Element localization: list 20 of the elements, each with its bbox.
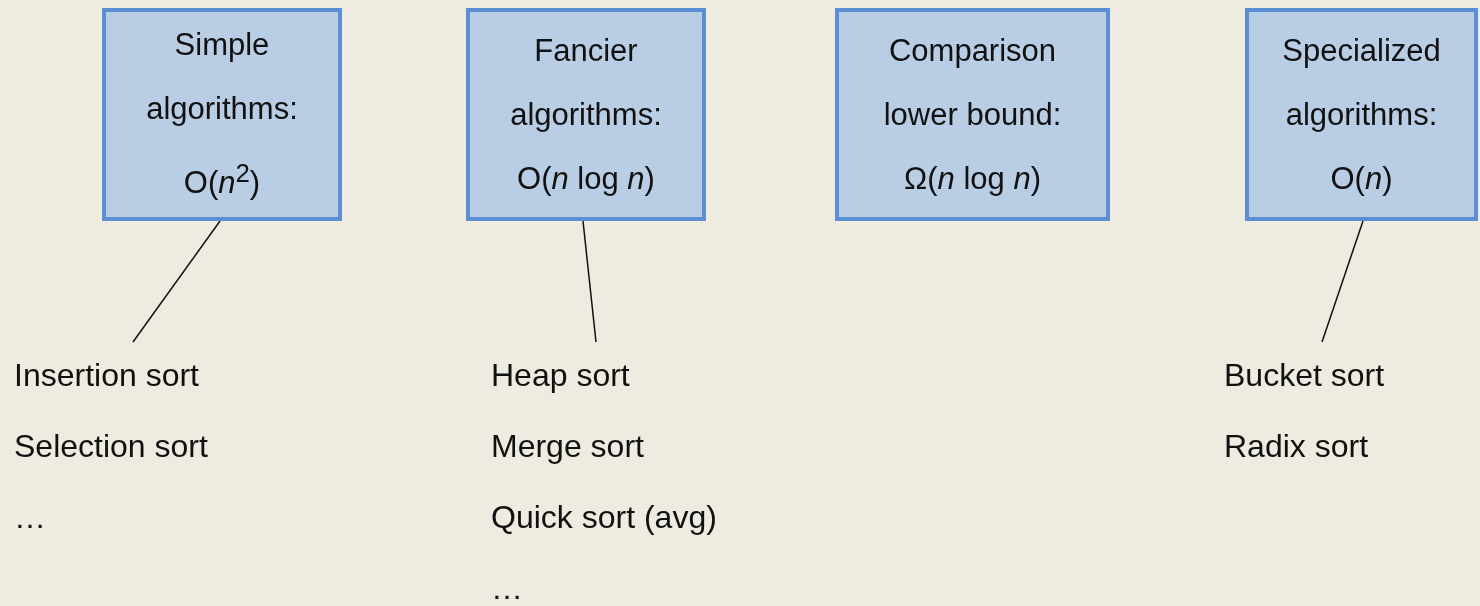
algorithm-name: Selection sort xyxy=(14,427,208,466)
algorithm-name: Merge sort xyxy=(491,427,645,466)
category-box xyxy=(466,8,706,221)
algorithm-name: … xyxy=(14,498,47,537)
algorithm-name: Quick sort (avg) xyxy=(491,498,717,537)
box-label: Specialized algorithms: O(n) xyxy=(1281,31,1442,198)
leader-line xyxy=(132,220,221,343)
leader-line xyxy=(582,220,597,343)
category-box xyxy=(1245,8,1478,221)
algorithm-name: Radix sort xyxy=(1224,427,1370,466)
algorithm-name: Heap sort xyxy=(491,356,631,395)
box-label: Comparison lower bound: Ω(n log n) xyxy=(882,31,1063,198)
algorithm-name: … xyxy=(491,569,524,606)
algorithm-name: Insertion sort xyxy=(14,356,200,395)
leader-line xyxy=(1321,220,1364,343)
category-box xyxy=(102,8,342,221)
category-box xyxy=(835,8,1110,221)
box-label: Fancier algorithms: O(n log n) xyxy=(509,31,663,198)
algorithm-name: Bucket sort xyxy=(1224,356,1385,395)
box-label: Simple algorithms: O(n$^{2}$) xyxy=(145,26,299,203)
